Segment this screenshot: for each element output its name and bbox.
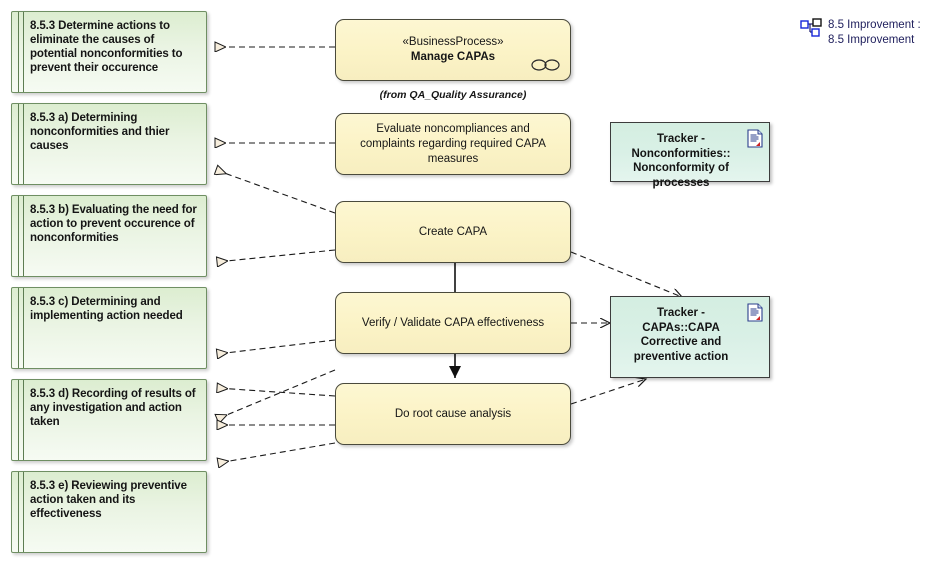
requirement-spine — [18, 196, 24, 276]
edge-create-capa-to-req-b — [217, 249, 336, 262]
edge-create-capa-to-trk-capa — [570, 251, 682, 297]
requirement-box-8-5-3-c[interactable]: 8.5.3 c) Determining and implementing ac… — [11, 287, 207, 369]
diagram-title-text: 8.5 Improvement : 8.5 Improvement — [828, 19, 921, 46]
document-icon — [747, 129, 763, 148]
requirement-label: 8.5.3 Determine actions to eliminate the… — [30, 20, 183, 74]
class-diagram-icon — [800, 18, 822, 37]
requirement-spine — [18, 12, 24, 92]
requirement-box-8-5-3-a[interactable]: 8.5.3 a) Determining nonconformities and… — [11, 103, 207, 185]
requirement-box-8-5-3-d[interactable]: 8.5.3 d) Recording of results of any inv… — [11, 379, 207, 461]
activity-package-label: (from QA_Quality Assurance) — [379, 89, 527, 101]
edge-root-cause-to-trk-capa — [570, 379, 646, 405]
requirement-label: 8.5.3 a) Determining nonconformities and… — [30, 112, 170, 152]
edge-root-cause-to-req-e — [218, 442, 336, 463]
requirement-label: 8.5.3 d) Recording of results of any inv… — [30, 388, 196, 428]
tracker-box-capa[interactable]: Tracker - CAPAs::CAPA Corrective and pre… — [610, 296, 770, 378]
tracker-box-nonconformity[interactable]: Tracker - Nonconformities:: Nonconformit… — [610, 122, 770, 189]
requirement-box-8-5-3-e[interactable]: 8.5.3 e) Reviewing preventive action tak… — [11, 471, 207, 553]
activity-box-root-cause-analysis[interactable]: Do root cause analysis — [335, 383, 571, 445]
activity-title: Verify / Validate CAPA effectiveness — [361, 316, 545, 329]
diagram-title-legend: 8.5 Improvement : 8.5 Improvement — [800, 18, 930, 48]
activity-title: Do root cause analysis — [394, 407, 512, 420]
activity-title: Create CAPA — [418, 225, 488, 238]
document-icon — [747, 303, 763, 322]
activity-box-evaluate[interactable]: Evaluate noncompliances and complaints r… — [335, 113, 571, 175]
activity-box-verify-validate[interactable]: Verify / Validate CAPA effectiveness — [335, 292, 571, 354]
tracker-label: Tracker - CAPAs::CAPA Corrective and pre… — [633, 307, 729, 363]
requirement-spine — [18, 104, 24, 184]
requirement-spine — [18, 472, 24, 552]
requirement-label: 8.5.3 c) Determining and implementing ac… — [30, 296, 183, 322]
edge-create-capa-to-req-a — [216, 170, 336, 214]
business-process-icon — [531, 59, 560, 71]
requirement-label: 8.5.3 e) Reviewing preventive action tak… — [30, 480, 187, 520]
activity-title: Manage CAPAs — [410, 51, 496, 63]
edge-verify-to-req-c — [217, 339, 336, 354]
requirement-spine — [18, 380, 24, 460]
requirement-box-8-5-3[interactable]: 8.5.3 Determine actions to eliminate the… — [11, 11, 207, 93]
requirement-spine — [18, 288, 24, 368]
activity-title: Evaluate noncompliances and complaints r… — [360, 122, 546, 165]
requirement-box-8-5-3-b[interactable]: 8.5.3 b) Evaluating the need for action … — [11, 195, 207, 277]
activity-box-manage-capas[interactable]: «BusinessProcess» Manage CAPAs — [335, 19, 571, 81]
activity-text: «BusinessProcess» Manage CAPAs — [391, 35, 516, 65]
edge-verify-to-req-d — [217, 369, 336, 419]
activity-box-create-capa[interactable]: Create CAPA — [335, 201, 571, 263]
activity-stereotype: «BusinessProcess» — [402, 36, 504, 48]
tracker-label: Tracker - Nonconformities:: Nonconformit… — [631, 133, 731, 189]
requirement-label: 8.5.3 b) Evaluating the need for action … — [30, 204, 197, 244]
edge-root-cause-to-req-d — [217, 388, 336, 397]
